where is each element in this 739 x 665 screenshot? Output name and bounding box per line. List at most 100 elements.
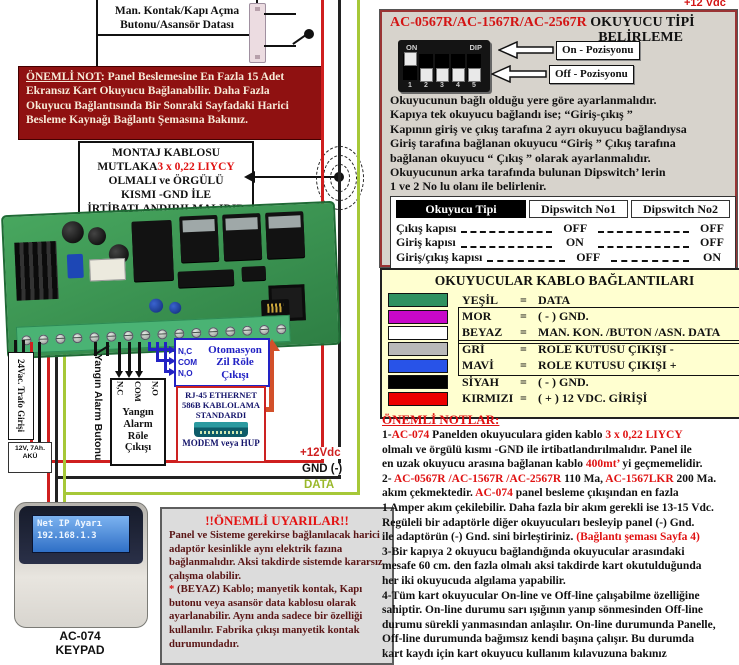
cable-function: ROLE KUTUSU ÇIKIŞI +	[538, 358, 677, 373]
cable-row: MAVİ=ROLE KUTUSU ÇIKIŞI +	[388, 358, 739, 374]
eprom-chip-graphic	[265, 211, 306, 259]
equals-sign: =	[520, 358, 527, 373]
wire-black-board-keypad	[55, 342, 58, 506]
text-segment: AC-074	[391, 429, 430, 441]
modem-graphic	[194, 422, 248, 438]
dash-line	[487, 252, 566, 263]
contact-dot	[304, 29, 314, 39]
on-position-arrow-icon	[498, 41, 554, 59]
dip-switch-knob	[420, 68, 433, 82]
arrow-down-icon	[135, 371, 143, 378]
note-line: 4-Tüm kart okuyucular On-line ve Off-lin…	[382, 589, 738, 604]
equals-sign: =	[520, 391, 527, 406]
blue-arrow-icon	[169, 345, 176, 354]
cable-row: KIRMIZI = ( + ) 12 VDC. GİRİŞİ	[388, 390, 739, 406]
text-segment: 4-Tüm kart okuyucular On-line ve Off-lin…	[382, 589, 700, 602]
onemli-not-body: : Panel Beslemesine En Fazla 15 Adet Ekr…	[26, 71, 289, 126]
montaj-line2: MUTLAKA3 x 0,22 LIYCY	[80, 160, 252, 174]
keypad-label: AC-074 KEYPAD	[55, 629, 105, 657]
keypad-photo: Net IP Ayarı 192.168.1.3	[14, 502, 148, 628]
cable-function: MAN. KON. /BUTON /ASN. DATA	[538, 325, 721, 340]
bus-wire-black-h	[56, 476, 341, 479]
text-segment: 3-Bir kapıya 2 okuyucu bağlandığında oku…	[382, 545, 685, 558]
cable-row: YEŞİL=DATA	[388, 292, 739, 308]
fire-alarm-relay-label: Yangın Alarm Röle Çıkışı	[122, 407, 154, 454]
cable-color-name: KIRMIZI	[462, 391, 514, 406]
orange-arrow-shaft	[258, 407, 274, 412]
cable-function: ( + ) 12 VDC. GİRİŞİ	[538, 391, 648, 406]
dipswitch2-value: OFF	[700, 220, 724, 235]
montaj-line1: MONTAJ KABLOSU	[111, 147, 221, 159]
reader-type-title: AC-0567R/AC-1567R/AC-2567R OKUYUCU TİPİ	[382, 12, 735, 31]
terminal-screw	[88, 331, 100, 343]
cable-color-swatch	[388, 325, 448, 340]
contact-wire-top	[264, 13, 296, 15]
montaj-line3: OLMALI ve ÖRGÜLÜ	[108, 175, 224, 188]
note-line: kart kaydı için kart okuyucu kullanım kı…	[382, 647, 738, 662]
text-segment: 3 x 0,22 LIYCY	[157, 161, 235, 174]
note-line: 1 Amper akım çekilebilir. Daha fazla bir…	[382, 501, 738, 516]
lcd-line1: Net IP Ayarı	[37, 519, 103, 529]
orange-arrow-shaft	[269, 350, 274, 412]
cable-function: ROLE KUTUSU ÇIKIŞI -	[538, 341, 674, 356]
text-segment: yi geçmemelidir.	[619, 458, 703, 471]
note-line: olmalı ve örgülü kısmı -GND ile irtibatl…	[382, 443, 738, 458]
terminal-screw	[275, 323, 286, 334]
dip-switch	[419, 54, 433, 82]
dipswitch1-value: OFF	[563, 220, 588, 235]
text-segment: kart kaydı için kart okuyucu kullanım kı…	[382, 647, 667, 660]
text-segment: 1-	[382, 429, 392, 441]
blue-wire	[148, 342, 151, 350]
important-notes-title: ÖNEMLİ NOTLAR:	[382, 412, 500, 427]
dash-line	[460, 238, 552, 248]
arrow-shaft	[253, 175, 337, 178]
cable-color-swatch	[388, 309, 448, 324]
onemli-not-title: ÖNEMLİ NOT	[26, 71, 101, 83]
dip-number: 4	[456, 82, 460, 89]
wire-red-board-keypad	[47, 342, 50, 506]
dip-number: 3	[440, 82, 444, 89]
important-notes-section: ÖNEMLİ NOTLAR: 1-AC-074 Panelden okuyucu…	[382, 412, 738, 662]
text-segment: en uzak okuyucu arasına bağlanan kablo	[382, 458, 586, 471]
capacitor-graphic	[148, 298, 164, 313]
terminal-screw	[54, 333, 66, 344]
dip-switch-knob	[404, 52, 417, 66]
magnetic-contact-graphic	[249, 3, 266, 63]
terminal-screw	[71, 332, 83, 343]
relay-terminal-label: COM	[132, 381, 143, 402]
equals-sign: =	[520, 309, 527, 324]
capacitor-graphic	[87, 226, 107, 246]
onemli-uyarilar-box: !!ÖNEMLİ UYARILAR!! Panel ve Sisteme ger…	[160, 507, 394, 665]
dipswitch2-value: ON	[703, 249, 722, 264]
battery-label-box: 12V, 7Ah. AKÜ	[8, 442, 52, 473]
text-segment: akım çekmektedir.	[382, 487, 476, 500]
note-line: her iki okuyucuda algılama yapabilir.	[382, 574, 738, 589]
cable-color-swatch	[388, 391, 448, 406]
dip-switch	[403, 52, 417, 80]
automation-bell-relay-label: Otomasyon Zil Röle Çıkışı	[208, 344, 262, 381]
onemli-uyarilar-title: !!ÖNEMLİ UYARILAR!!	[205, 513, 349, 528]
text-segment: *	[169, 583, 178, 596]
note-line: akım çekmektedir. AC-074 panel besleme ç…	[382, 486, 738, 501]
dip-switch	[467, 54, 481, 82]
text-segment: 200 Ma.	[673, 472, 717, 485]
heatsink-graphic	[14, 240, 59, 301]
blue-wire	[164, 342, 167, 372]
col-okuyucu-tipi: Okuyucu Tipi	[396, 200, 526, 218]
automation-bell-relay-box: N,C COM N,O Otomasyon Zil Röle Çıkışı	[174, 338, 270, 387]
text-segment: sahiptir. On-line durumu sarı ışığının y…	[382, 604, 704, 617]
eprom-chip-graphic	[179, 214, 220, 263]
dip-number: 5	[472, 82, 476, 89]
role-wire	[128, 342, 131, 372]
text-segment: 2-	[382, 472, 394, 485]
button-wire	[106, 342, 109, 356]
cable-color-name: MOR	[462, 309, 492, 324]
dip-switch	[451, 54, 465, 82]
note-line: Regüleli bir adaptörle diğer okuyucuları…	[382, 516, 738, 531]
text-segment: her iki okuyucuda algılama yapabilir.	[382, 574, 566, 587]
